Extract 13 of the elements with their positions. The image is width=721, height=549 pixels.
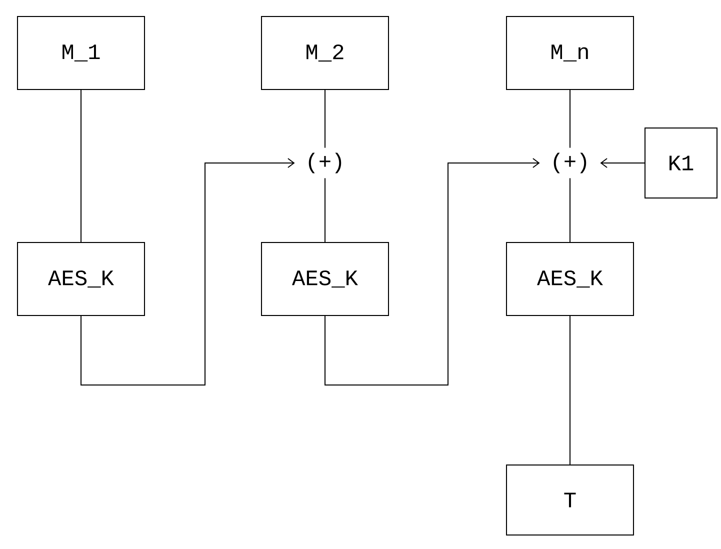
process-box: AES_K (506, 242, 634, 316)
process-box: T (506, 464, 634, 536)
arrow (80, 158, 295, 386)
xor-operator: (+) (308, 152, 342, 174)
process-box: K1 (644, 128, 718, 198)
arrow (600, 158, 645, 168)
arrow (324, 158, 540, 386)
xor-operator: (+) (554, 152, 586, 174)
process-box: M_1 (17, 16, 145, 90)
process-box: AES_K (261, 242, 389, 316)
process-box: M_2 (261, 16, 389, 90)
process-box: M_n (506, 16, 634, 90)
process-box: AES_K (17, 242, 145, 316)
